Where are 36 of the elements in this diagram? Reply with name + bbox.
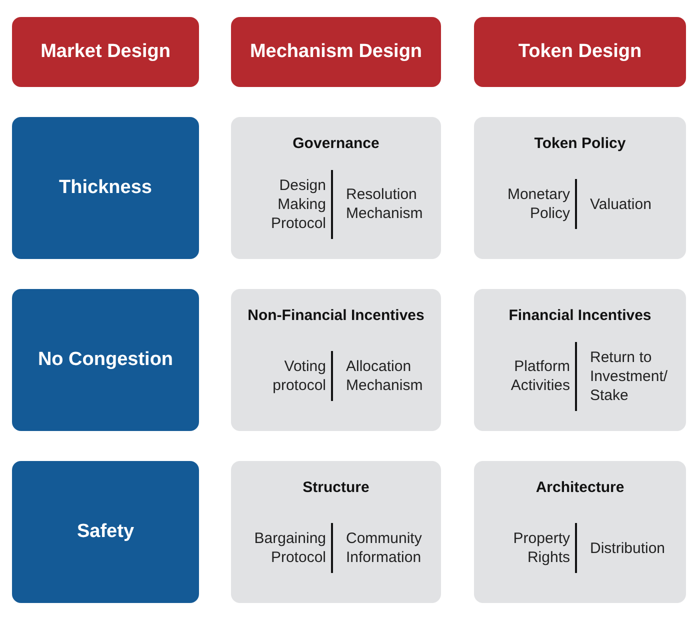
category-box [231,289,441,431]
category-title: Architecture [534,479,626,496]
principle-label: No Congestion [38,349,174,371]
principle-box [12,117,199,259]
subcategory-label: Property Rights [512,529,570,567]
subcategory-label: Distribution [590,538,666,558]
subcategory-label: Voting protocol [272,357,326,395]
category-title: Non-Financial Incentives [246,307,426,324]
header-label: Market Design [40,41,170,63]
header-label: Token Design [518,41,642,63]
principle-label: Thickness [59,177,152,199]
principle-box [12,461,199,603]
subcategory-label: Valuation [590,194,652,214]
subcategory-label: Monetary Policy [506,185,570,223]
category-box [474,461,686,603]
subcategory-label: Design Making Protocol [270,176,326,232]
subcategory-label: Bargaining Protocol [253,529,326,567]
principle-box [12,289,199,431]
subcategory-label: Platform Activities [510,357,570,395]
category-box [474,117,686,259]
subcategory-label: Resolution Mechanism [346,185,424,223]
category-box [474,289,686,431]
category-title: Governance [292,135,380,152]
section-header [231,17,441,87]
category-title: Structure [302,479,370,496]
category-title: Token Policy [533,135,627,152]
subcategory-label: Allocation Mechanism [346,357,424,395]
subcategory-label: Community Information [346,529,423,567]
category-title: Financial Incentives [508,307,652,324]
category-box [231,461,441,603]
section-header [474,17,686,87]
section-header [12,17,199,87]
header-label: Mechanism Design [250,41,422,63]
principle-label: Safety [76,521,134,543]
subcategory-label: Return to Investment/ Stake [590,348,669,404]
category-box [231,117,441,259]
